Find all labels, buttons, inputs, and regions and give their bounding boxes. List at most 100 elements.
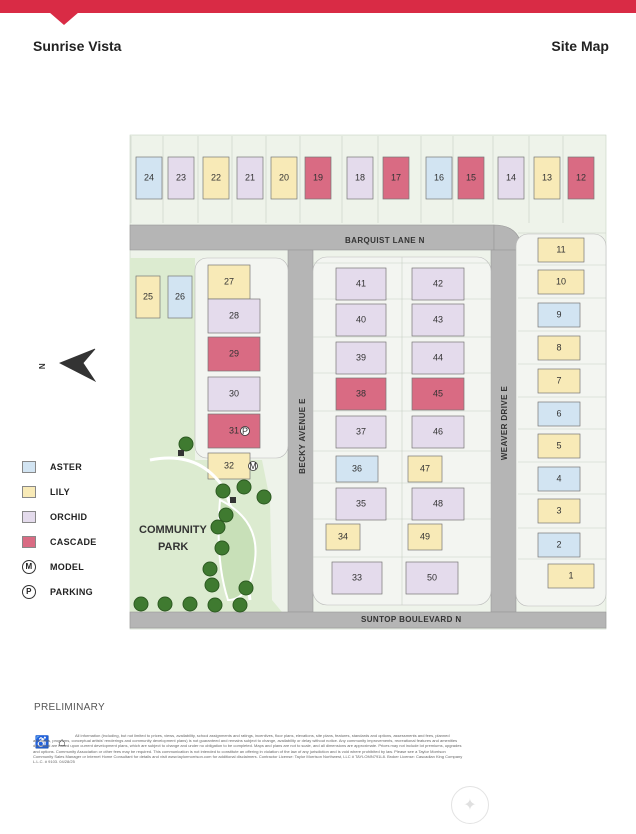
lot-5-number: 5	[556, 440, 561, 450]
lot-4	[537, 466, 581, 492]
watermark-icon: ✦	[451, 786, 489, 824]
lot-37	[335, 415, 387, 449]
legend-orchid-label: ORCHID	[50, 511, 88, 522]
lot-19-number: 19	[313, 172, 323, 182]
lot-9-number: 9	[556, 309, 561, 319]
park-label-line2: PARK	[158, 541, 188, 553]
lot-14	[497, 156, 525, 200]
lot-15	[457, 156, 485, 200]
lot-40	[335, 303, 387, 337]
lot-29-number: 29	[229, 348, 239, 358]
tree-icon	[178, 436, 194, 452]
lot-42	[411, 267, 465, 301]
aster-swatch	[22, 460, 36, 473]
lot-8	[537, 335, 581, 361]
lot-5	[537, 433, 581, 459]
lot-47-number: 47	[420, 463, 430, 473]
lot-24	[135, 156, 163, 200]
model-marker	[248, 461, 258, 471]
lot-13-number: 13	[542, 172, 552, 182]
lot-42-number: 42	[433, 278, 443, 288]
lot-22-number: 22	[211, 172, 221, 182]
legend-cascade-label: CASCADE	[50, 536, 97, 547]
legend-lily-label: LILY	[50, 486, 70, 497]
legend-parking-label: PARKING	[50, 586, 93, 597]
tree-icon	[204, 577, 220, 593]
disclaimer-text: All information (including, but not limi…	[33, 733, 465, 764]
brand-notch	[49, 12, 79, 25]
lot-33-number: 33	[352, 572, 362, 582]
model-marker-label: M	[249, 461, 257, 471]
lot-38	[335, 377, 387, 411]
legend-aster-label: ASTER	[50, 461, 83, 472]
lot-33	[331, 561, 383, 595]
disclaimer-body: All information (including, but not limi…	[33, 733, 463, 765]
becky-avenue-label: BECKY AVENUE E	[298, 398, 307, 474]
lot-37-number: 37	[356, 426, 366, 436]
lot-20-number: 20	[279, 172, 289, 182]
lot-28-number: 28	[229, 310, 239, 320]
lot-14-number: 14	[506, 172, 516, 182]
model-icon: M	[22, 559, 36, 574]
suntop-boulevard-label: SUNTOP BOULEVARD N	[361, 615, 462, 624]
lot-31	[207, 413, 261, 449]
lot-34	[325, 523, 361, 551]
tree-icon	[238, 580, 254, 596]
lot-22	[202, 156, 230, 200]
lot-41	[335, 267, 387, 301]
tree-icon	[210, 519, 226, 535]
tree-icon	[182, 596, 198, 612]
legend-cascade: CASCADE	[22, 529, 97, 554]
lot-16	[425, 156, 453, 200]
lot-30-number: 30	[229, 388, 239, 398]
lot-27	[207, 264, 251, 300]
lot-35	[335, 487, 387, 521]
lot-17-number: 17	[391, 172, 401, 182]
lot-46-number: 46	[433, 426, 443, 436]
lot-1-number: 1	[568, 570, 573, 580]
lot-32-number: 32	[224, 460, 234, 470]
suntop-boulevard-road	[129, 611, 607, 629]
lot-43-number: 43	[433, 314, 443, 324]
accessibility-icon: ♿	[34, 735, 50, 749]
lot-3-number: 3	[556, 505, 561, 515]
preliminary-label: PRELIMINARY	[34, 702, 105, 713]
lot-35-number: 35	[356, 498, 366, 508]
legend-model-label: MODEL	[50, 561, 84, 572]
lot-41-number: 41	[356, 278, 366, 288]
lot-39	[335, 341, 387, 375]
lot-24-number: 24	[144, 172, 154, 182]
legend-orchid: ORCHID	[22, 504, 97, 529]
lot-12-number: 12	[576, 172, 586, 182]
orchid-swatch	[22, 510, 36, 523]
lot-31-number: 31	[229, 425, 239, 435]
lot-2	[537, 532, 581, 558]
lot-16-number: 16	[434, 172, 444, 182]
lot-4-number: 4	[556, 473, 561, 483]
tree-icon	[207, 597, 223, 613]
barquist-lane-road	[129, 224, 495, 251]
lot-36-number: 36	[352, 463, 362, 473]
lot-30	[207, 376, 261, 412]
lot-48-number: 48	[433, 498, 443, 508]
lot-27-number: 27	[224, 276, 234, 286]
weaver-drive-label: WEAVER DRIVE E	[500, 386, 509, 461]
lot-26-number: 26	[175, 291, 185, 301]
lot-21	[236, 156, 264, 200]
lot-18	[346, 156, 374, 200]
legend-aster: ASTER	[22, 454, 97, 479]
lot-3	[537, 498, 581, 524]
lot-50-number: 50	[427, 572, 437, 582]
legend-model: M MODEL	[22, 554, 97, 579]
lot-45	[411, 377, 465, 411]
park-label-line1: COMMUNITY	[139, 524, 207, 536]
tree-icon	[215, 483, 231, 499]
lot-7	[537, 368, 581, 394]
lot-11-number: 11	[556, 244, 565, 254]
lot-15-number: 15	[466, 172, 476, 182]
lot-12	[567, 156, 595, 200]
page-title: Site Map	[551, 38, 609, 54]
barquist-lane-label: BARQUIST LANE N	[345, 236, 425, 245]
lot-17	[382, 156, 410, 200]
lot-26	[167, 275, 193, 319]
